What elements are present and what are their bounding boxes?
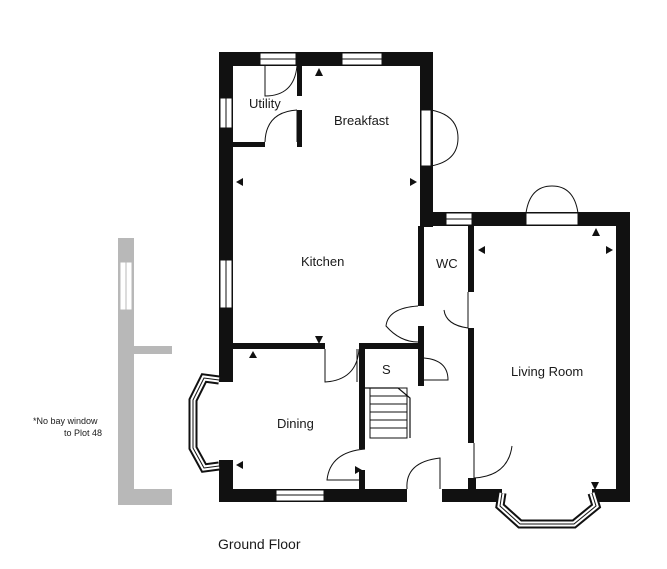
dimension-markers	[236, 68, 613, 490]
room-label-utility: Utility	[249, 96, 281, 111]
floor-title: Ground Floor	[218, 536, 301, 552]
adjacent-plot-48	[118, 238, 172, 505]
doors	[264, 65, 513, 490]
bay-window-note-line1: *No bay window	[33, 416, 98, 426]
bay-window-note-line2: to Plot 48	[64, 428, 102, 438]
room-label-store: S	[382, 362, 391, 377]
room-label-dining: Dining	[277, 416, 314, 431]
room-label-living-room: Living Room	[511, 364, 583, 379]
room-label-breakfast: Breakfast	[334, 113, 389, 128]
windows	[219, 52, 473, 502]
living-bay-window	[495, 491, 602, 529]
room-label-kitchen: Kitchen	[301, 254, 344, 269]
french-doors	[420, 109, 579, 226]
staircase	[365, 387, 411, 439]
dining-bay-window	[188, 373, 220, 473]
room-label-wc: WC	[436, 256, 458, 271]
